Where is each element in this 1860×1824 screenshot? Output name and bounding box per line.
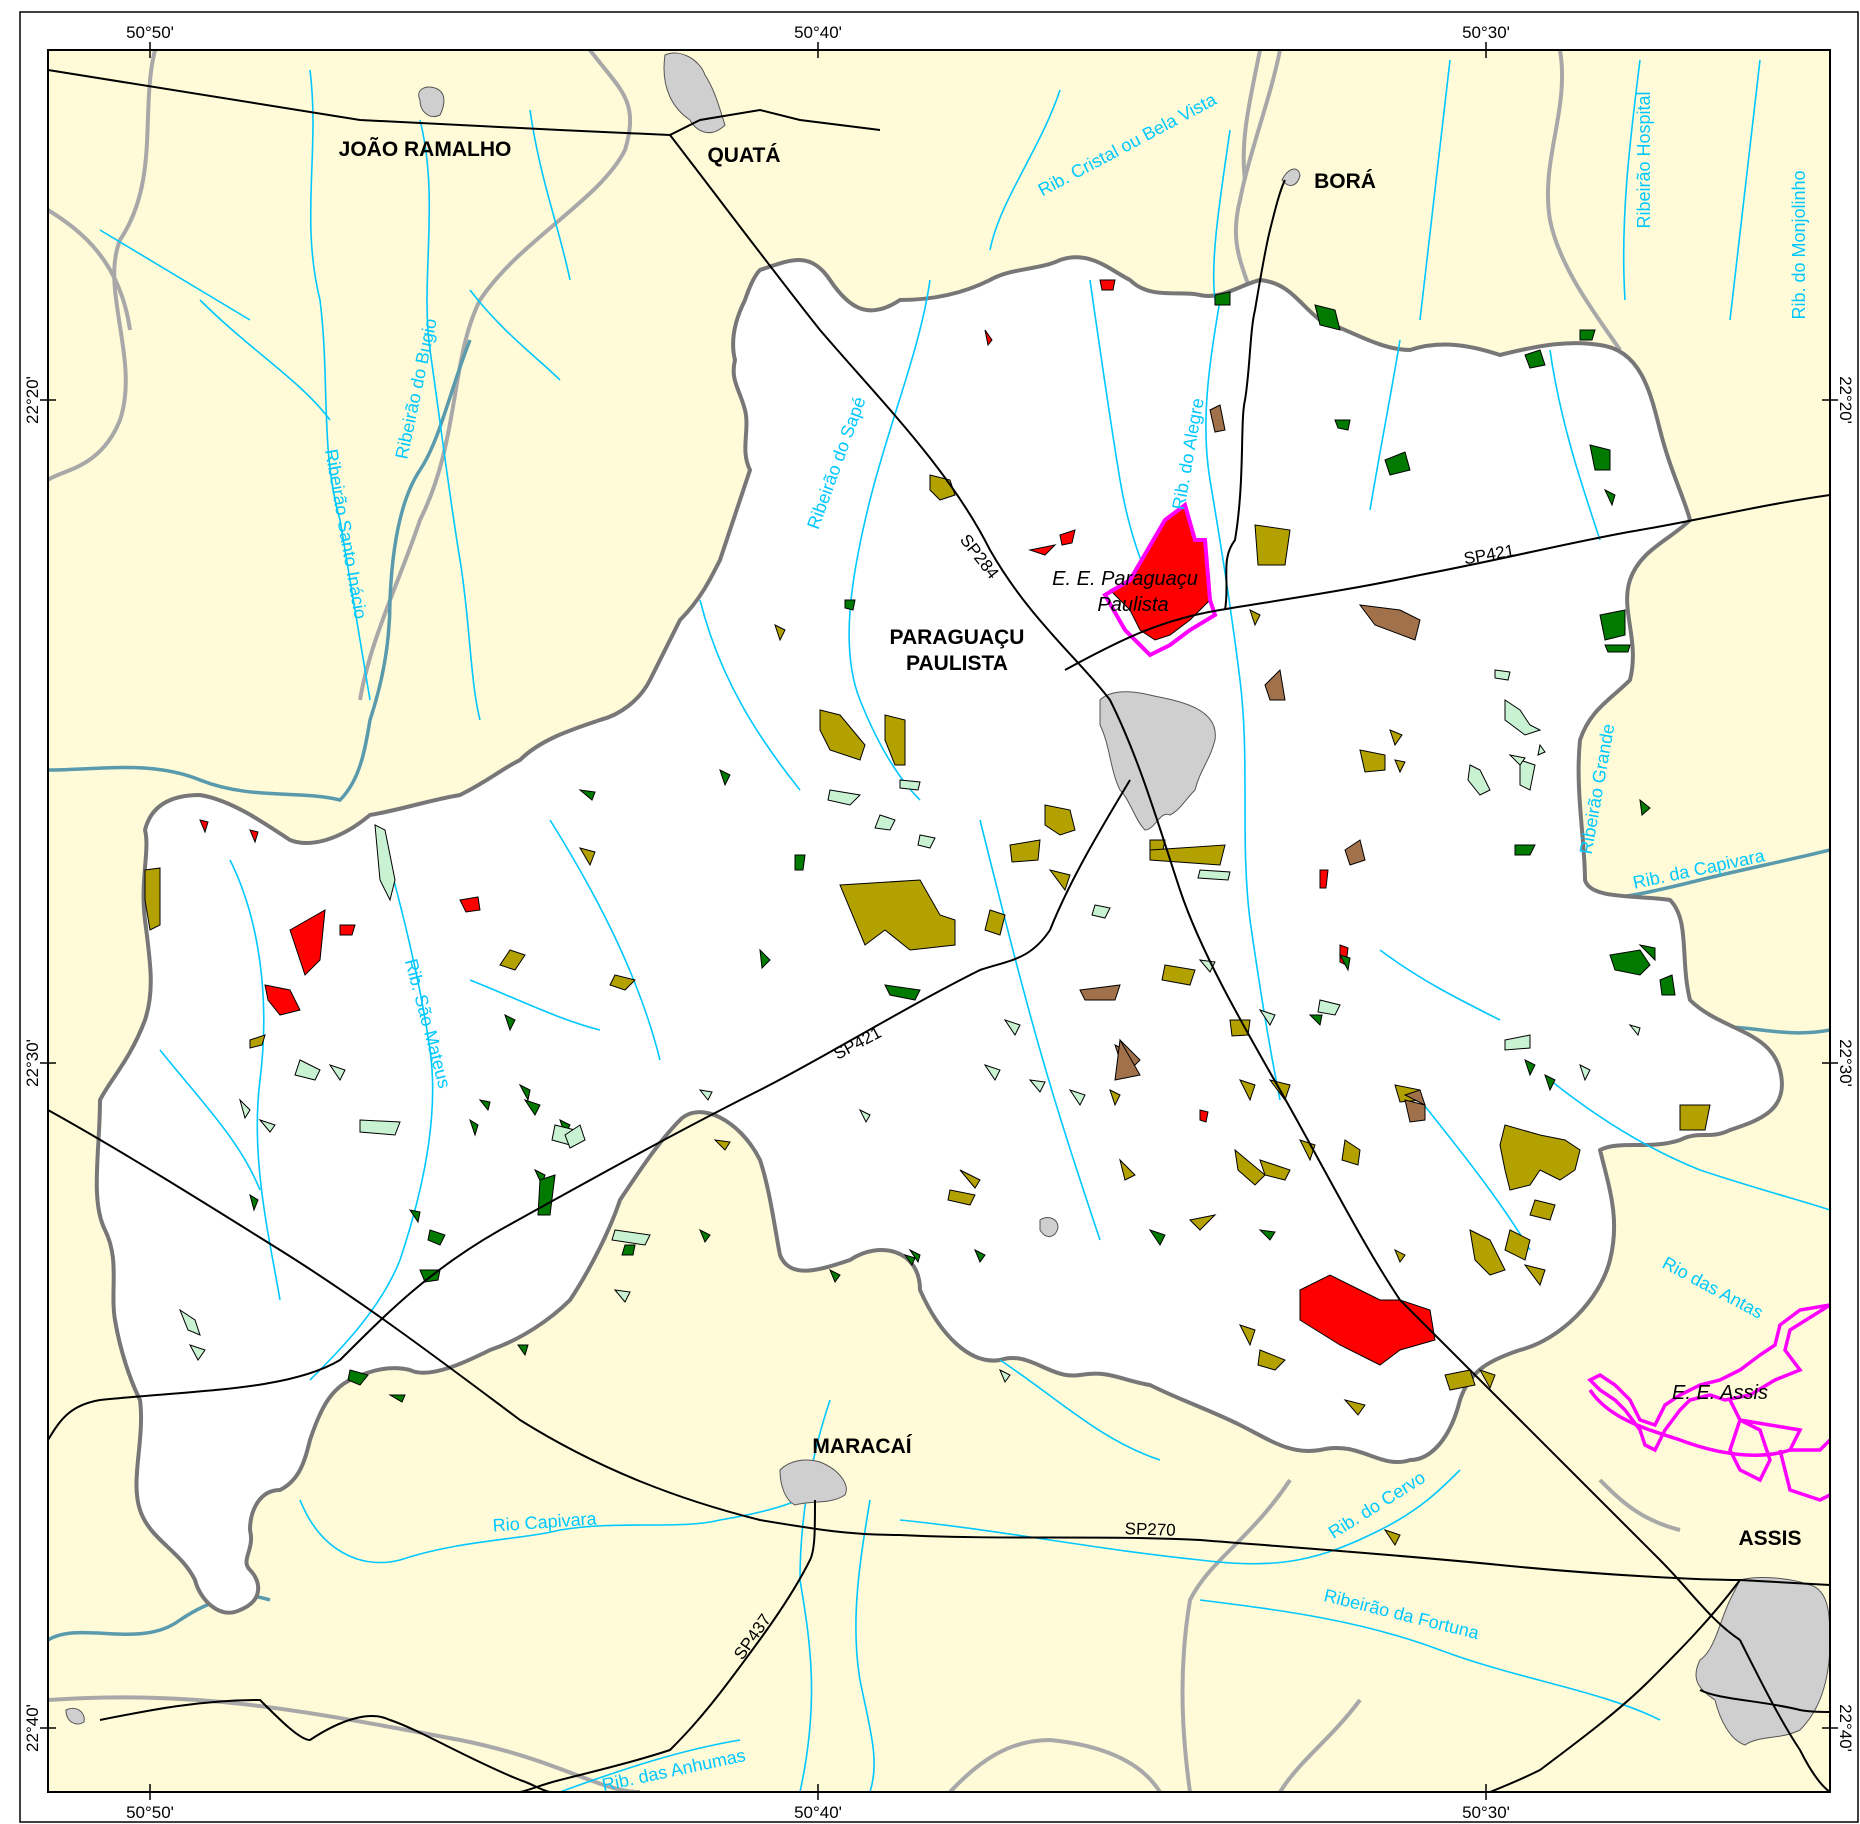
coord-top-1: 50°50' <box>126 23 174 42</box>
light-green-patches <box>178 669 1641 1384</box>
city-bora: BORÁ <box>1314 170 1376 193</box>
road-label-sp270: SP270 <box>1124 1519 1176 1540</box>
city-quata: QUATÁ <box>707 144 780 167</box>
map-frame <box>47 49 1831 1793</box>
coord-top-2: 50°40' <box>794 23 842 42</box>
brown-patches <box>1079 404 1426 1123</box>
olive-patches <box>144 474 1711 1546</box>
coord-bottom-1: 50°50' <box>126 1803 174 1822</box>
road-sp421-south <box>48 779 1131 1441</box>
reserve-paraguacu-label-line2: Paulista <box>1097 594 1168 616</box>
coord-top-3: 50°30' <box>1462 23 1510 42</box>
urban-joao-ramalho <box>418 86 445 117</box>
city-paraguacu-line1: PARAGUAÇU <box>890 626 1025 649</box>
state-reserves <box>1102 501 1830 1502</box>
forest-patches <box>249 291 1676 1403</box>
urban-assis <box>1695 1577 1830 1746</box>
coord-right-2: 22°30' <box>1836 1039 1855 1087</box>
road-assis-se <box>1739 1639 1830 1792</box>
urban-bora <box>1281 168 1301 186</box>
coord-left-3: 22°40' <box>23 1704 42 1752</box>
land-use-patches <box>144 279 1711 1546</box>
urban-small-2 <box>65 1707 85 1725</box>
road-sp284 <box>669 134 1741 1641</box>
city-assis: ASSIS <box>1738 1527 1801 1550</box>
city-maracai: MARACAÍ <box>812 1435 912 1458</box>
outer-frame <box>19 11 1859 1823</box>
road-assis-east <box>1699 1689 1830 1713</box>
coord-bottom-3: 50°30' <box>1462 1803 1510 1822</box>
reserve-assis-outline-2 <box>1588 1389 1803 1457</box>
coord-left-2: 22°30' <box>23 1039 42 1087</box>
roads <box>48 69 1830 1792</box>
coord-right-1: 22°20' <box>1836 376 1855 424</box>
reserve-paraguacu-outline <box>1102 501 1218 658</box>
road-sp437 <box>519 1499 816 1792</box>
river-label-monjolinho: Rib. do Monjolinho <box>1789 170 1809 319</box>
cerrado-patches <box>199 279 1436 1366</box>
road-south-west <box>99 1698 551 1792</box>
road-bora <box>1224 179 1286 611</box>
road-top <box>48 69 881 137</box>
road-sp270 <box>48 1109 1830 1586</box>
cerrado-large-south <box>1299 1274 1436 1366</box>
reserve-assis-east <box>1778 1438 1830 1502</box>
urban-areas <box>65 52 1830 1746</box>
tick-marks <box>40 42 1838 1800</box>
road-sp421-north <box>1064 494 1830 671</box>
coord-left-1: 22°20' <box>23 376 42 424</box>
city-paraguacu-line2: PAULISTA <box>906 652 1008 675</box>
river-label-hospital: Ribeirão Hospital <box>1634 91 1654 228</box>
reserve-paraguacu-label-line1: E. E. Paraguaçu <box>1052 568 1198 590</box>
urban-small-1 <box>1039 1217 1059 1237</box>
reserve-assis-label: E. E. Assis <box>1672 1382 1768 1404</box>
city-joao-ramalho: JOÃO RAMALHO <box>339 138 512 161</box>
coord-right-3: 22°40' <box>1836 1704 1855 1752</box>
urban-paraguacu <box>1099 691 1216 831</box>
map-content <box>48 50 1830 1792</box>
road-assis-south <box>1489 1579 1741 1792</box>
coord-bottom-2: 50°40' <box>794 1803 842 1822</box>
neighbor-boundaries <box>48 50 1681 1792</box>
reserve-assis-outline <box>1587 1303 1830 1453</box>
reserve-assis-inner <box>1728 1417 1772 1483</box>
urban-maracai <box>779 1459 847 1506</box>
urban-quata <box>663 52 726 134</box>
